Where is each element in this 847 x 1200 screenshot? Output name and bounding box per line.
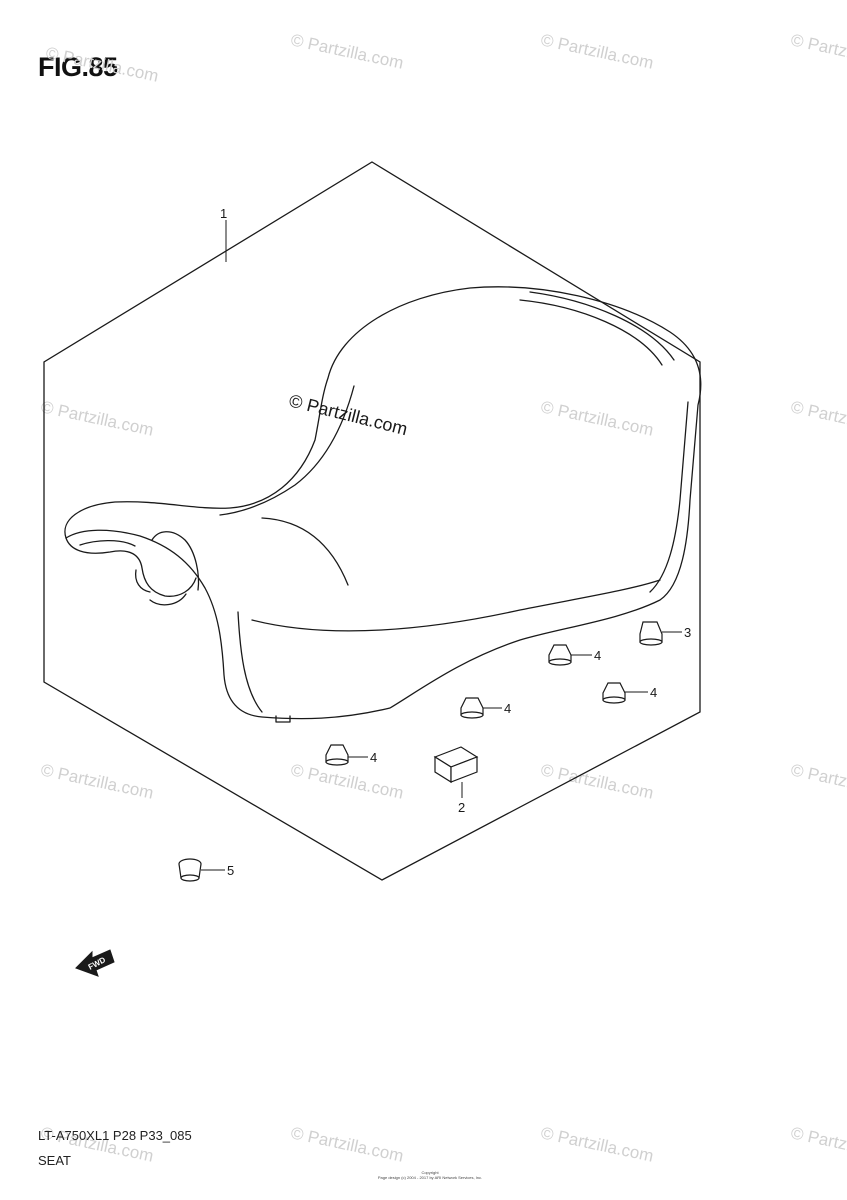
seat-front-handle-inner — [79, 539, 136, 547]
watermark-text: © Partzilla.com — [289, 30, 405, 72]
seat-front-handle — [65, 537, 197, 597]
figure-title: FIG.85 — [38, 52, 118, 82]
forward-direction-arrow: FWD — [75, 949, 115, 977]
small-parts — [178, 621, 663, 882]
watermark-text: © Partzilla.com — [39, 397, 155, 439]
watermark-text: © Partzilla.com — [539, 1123, 655, 1165]
seat-top-trim-inner — [529, 291, 675, 361]
watermark-text: © Partzilla.com — [289, 760, 405, 802]
seat-ridge — [219, 385, 355, 516]
part-4-cushion — [460, 697, 484, 719]
part-3-cushion — [639, 621, 663, 646]
seat-cushion-seam — [261, 517, 349, 586]
callout-2: 2 — [458, 800, 465, 815]
callout-1: 1 — [220, 206, 227, 221]
watermark-text: © Partzilla.com — [789, 760, 847, 802]
watermark-text: © Partzilla.com — [539, 397, 655, 439]
part-4-cushion — [548, 644, 572, 666]
watermark-text: © Partzilla.com — [289, 1123, 405, 1165]
seat-top-trim — [519, 299, 663, 366]
seat-bottom-edge-2 — [251, 579, 661, 632]
part-5-grommet — [178, 858, 202, 882]
seat-mount-nub — [275, 715, 291, 723]
watermark-text: © Partzilla.com — [789, 30, 847, 72]
callout-4: 4 — [370, 750, 377, 765]
seat-bottom-edge — [237, 611, 263, 713]
copyright-line: Copyright — [421, 1170, 439, 1175]
watermark-text: © Partzilla.com — [789, 1123, 847, 1165]
seat-front-bracket — [151, 531, 200, 591]
watermark-text: © Partzilla.com — [789, 397, 847, 439]
seat-side-seam — [649, 401, 689, 593]
part-4-cushion — [602, 682, 626, 704]
callout-4: 4 — [504, 701, 511, 716]
seat-front-hook — [134, 569, 187, 606]
watermark-text: © Partzilla.com — [39, 760, 155, 802]
section-name: SEAT — [38, 1153, 71, 1168]
part-4-cushion — [325, 744, 349, 766]
center-watermark: © Partzilla.com — [287, 390, 410, 439]
seat-illustration — [64, 286, 702, 723]
leader-lines — [201, 220, 682, 871]
callout-5: 5 — [227, 863, 234, 878]
callout-labels: 1 2 3 4 4 4 4 5 — [220, 206, 691, 878]
callout-4: 4 — [594, 648, 601, 663]
copyright-notice: Copyright Page design (c) 2004 - 2017 by… — [340, 1170, 520, 1180]
callout-3: 3 — [684, 625, 691, 640]
watermark-text: © Partzilla.com — [539, 30, 655, 72]
watermark-layer: © Partzilla.com © Partzilla.com © Partzi… — [39, 30, 847, 1165]
copyright-line: Page design (c) 2004 - 2017 by ARI Netwo… — [377, 1175, 483, 1180]
callout-4: 4 — [650, 685, 657, 700]
model-code: LT-A750XL1 P28 P33_085 — [38, 1128, 192, 1143]
part-2-block — [433, 746, 479, 784]
watermark-text: © Partzilla.com — [44, 43, 160, 85]
assembly-boundary — [43, 161, 701, 881]
seat-outline — [64, 286, 702, 720]
